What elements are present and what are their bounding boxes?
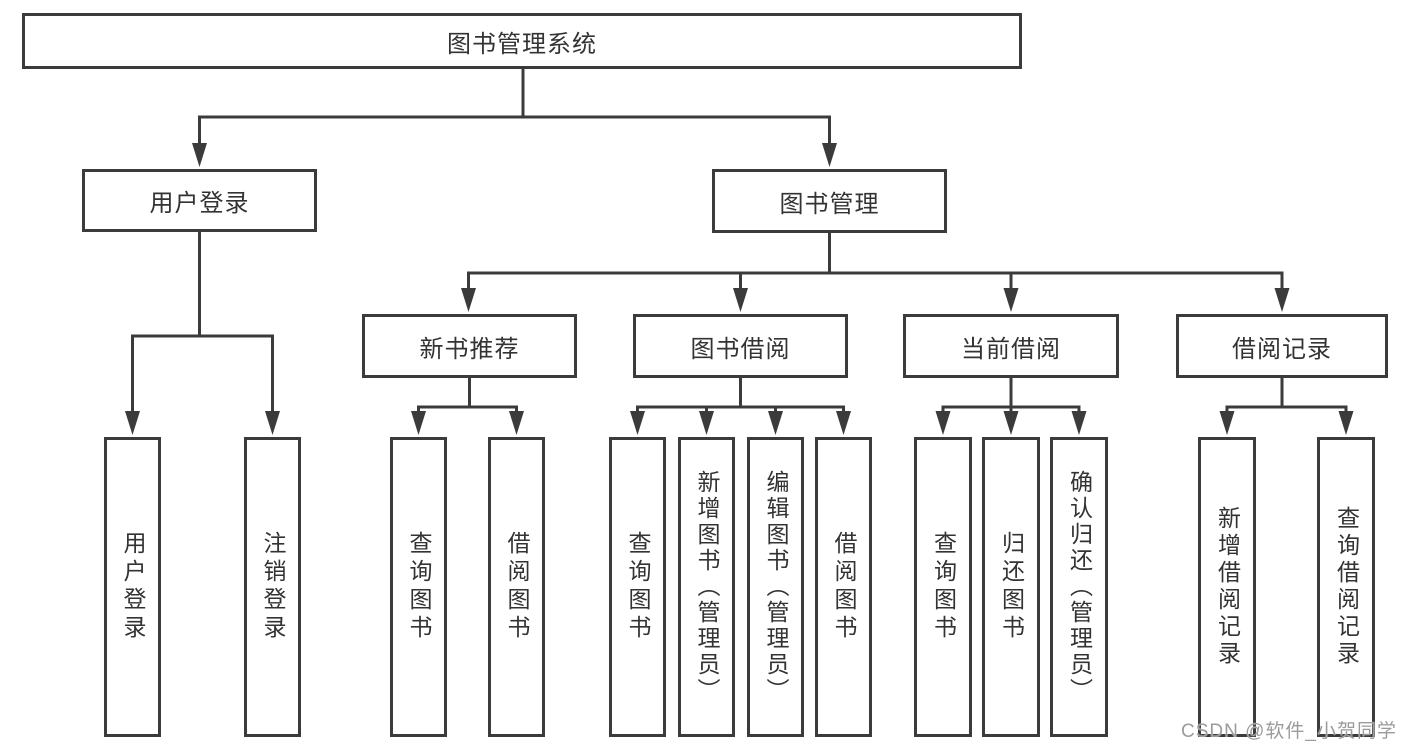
- node-new-book-recommend: 新书推荐: [362, 314, 577, 378]
- leaf-borrow-book-1: 借阅图书: [488, 437, 545, 737]
- leaf-query-borrow-record: 查询借阅记录: [1317, 437, 1375, 737]
- csdn-watermark: CSDN @软件_小贺同学: [1181, 721, 1397, 742]
- leaf-query-book-3: 查询图书: [914, 437, 972, 737]
- node-user-login-branch: 用户登录: [82, 169, 317, 232]
- leaf-confirm-return-admin: 确认归还（管理员）: [1050, 437, 1108, 737]
- leaf-user-login: 用户登录: [104, 437, 161, 737]
- node-current-borrow: 当前借阅: [903, 314, 1119, 378]
- node-book-management: 图书管理: [712, 169, 947, 233]
- leaf-add-book-admin: 新增图书（管理员）: [678, 437, 735, 737]
- leaf-add-borrow-record: 新增借阅记录: [1198, 437, 1256, 737]
- node-book-borrow: 图书借阅: [633, 314, 848, 378]
- leaf-return-book: 归还图书: [982, 437, 1040, 737]
- leaf-borrow-book-2: 借阅图书: [815, 437, 872, 737]
- leaf-logout: 注销登录: [244, 437, 301, 737]
- leaf-query-book-1: 查询图书: [390, 437, 447, 737]
- leaf-edit-book-admin: 编辑图书（管理员）: [747, 437, 804, 737]
- leaf-query-book-2: 查询图书: [609, 437, 666, 737]
- node-root-system: 图书管理系统: [22, 13, 1022, 69]
- node-borrow-records: 借阅记录: [1176, 314, 1388, 378]
